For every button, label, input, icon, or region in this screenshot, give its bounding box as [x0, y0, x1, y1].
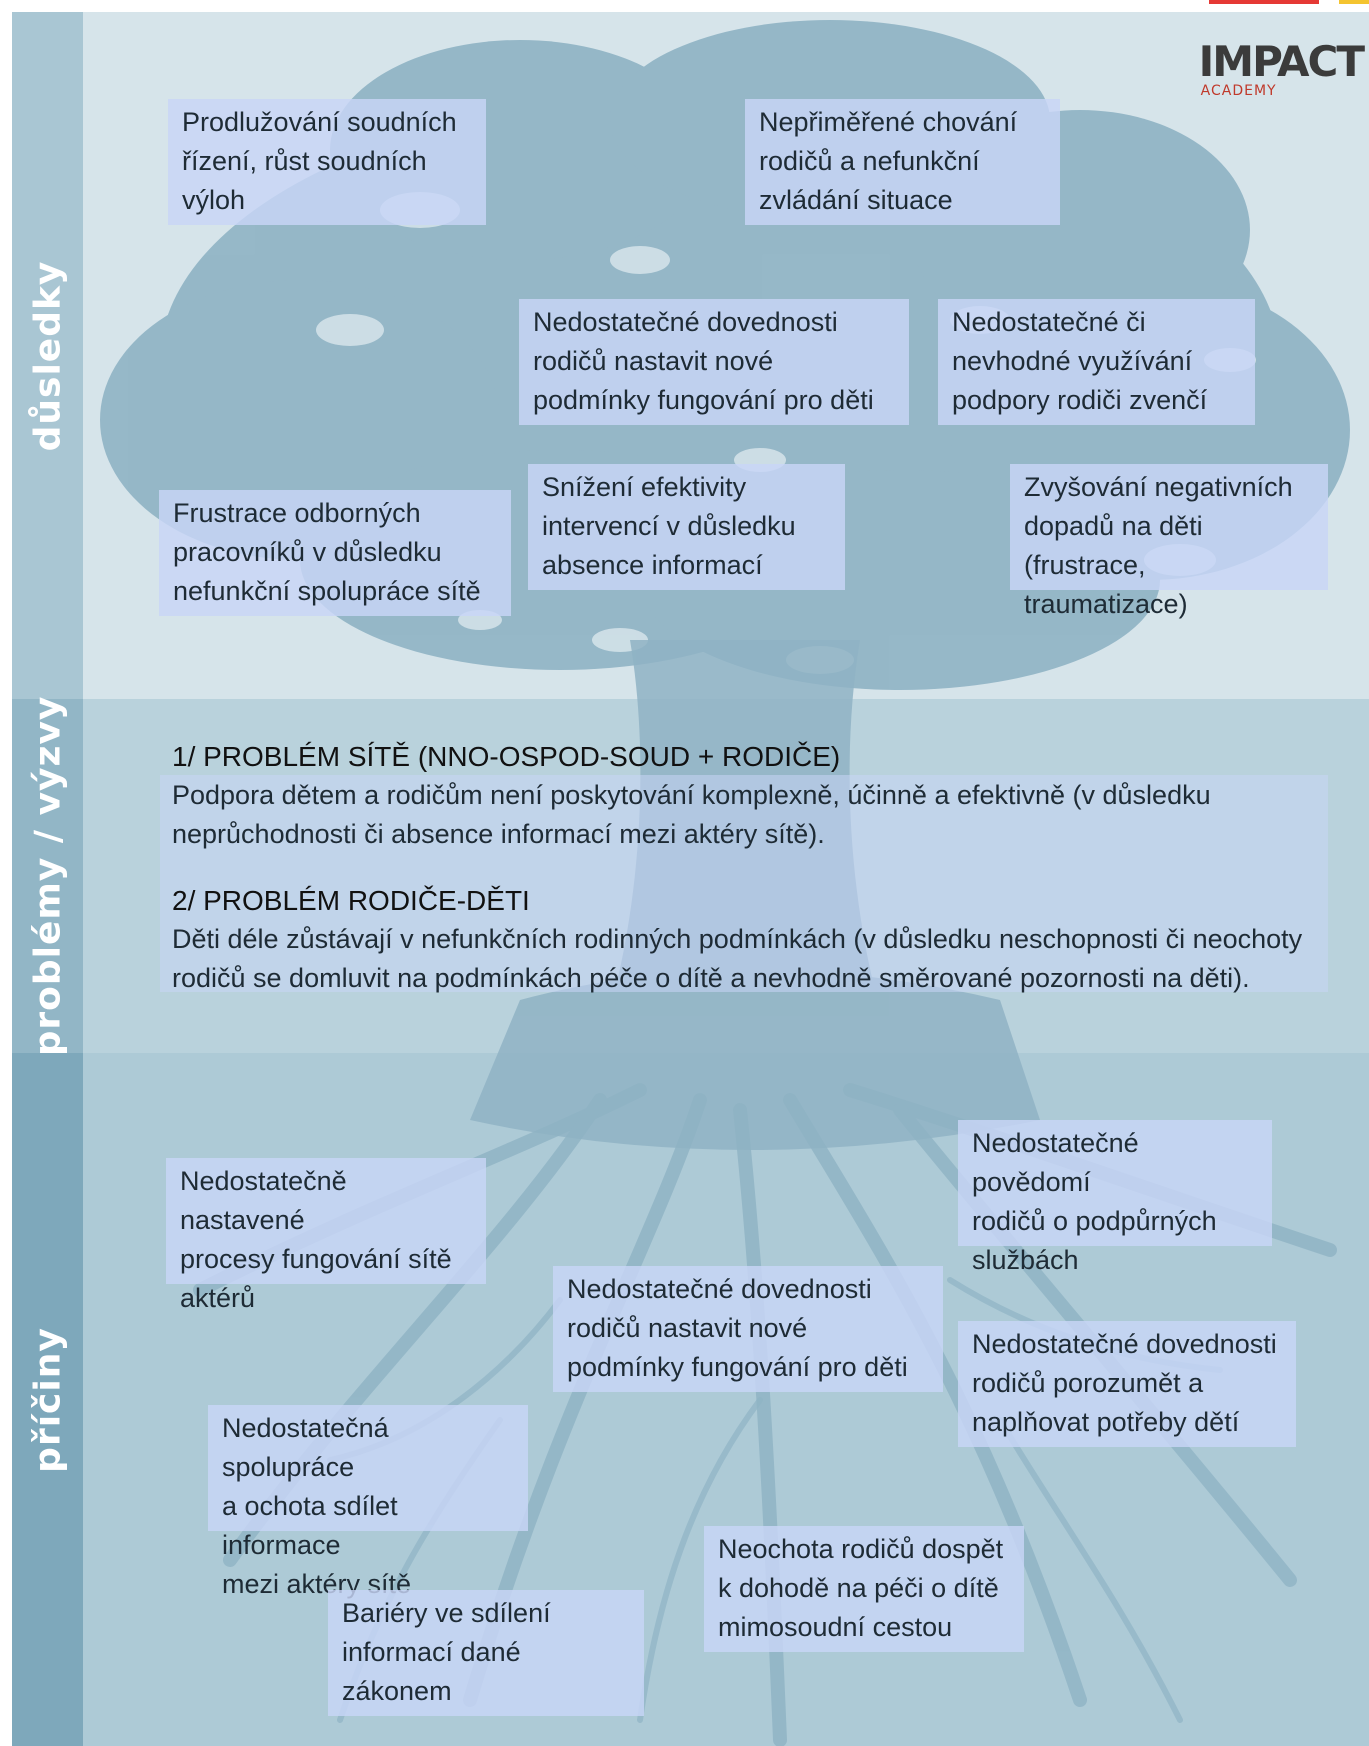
side-column-problems: problémy / výzvy — [12, 696, 83, 1056]
consequence-box: Nedostatečné dovednosti rodičů nastavit … — [519, 299, 909, 425]
problem-text-network: Podpora dětem a rodičům není poskytování… — [172, 780, 1211, 849]
logo-sub: ACADEMY — [1200, 83, 1277, 99]
logo-main: IMPACT — [1198, 37, 1365, 86]
problem-heading-network: 1/ PROBLÉM SÍTĚ (NNO-OSPOD-SOUD + RODIČE… — [172, 741, 841, 772]
consequence-box: Nedostatečné či nevhodné využívání podpo… — [938, 299, 1255, 425]
cause-box: Nedostatečná spolupráce a ochota sdílet … — [208, 1405, 528, 1599]
impact-academy-logo: IMPACT ACADEMY — [1198, 37, 1365, 99]
problems-section: 1/ PROBLÉM SÍTĚ (NNO-OSPOD-SOUD + RODIČE… — [172, 738, 1352, 1026]
consequence-box: Frustrace odborných pracovníků v důsledk… — [159, 490, 511, 616]
side-column-consequences: důsledky — [12, 12, 83, 699]
consequence-box: Prodlužování soudních řízení, růst soudn… — [168, 99, 486, 225]
problem-text-parents-children: Děti déle zůstávají v nefunkčních rodinn… — [172, 924, 1303, 993]
decorative-strip — [1209, 0, 1369, 4]
side-label-consequences: důsledky — [27, 260, 68, 451]
cause-box: Nedostatečně nastavené procesy fungování… — [166, 1158, 486, 1313]
cause-box: Neochota rodičů dospět k dohodě na péči … — [704, 1526, 1024, 1652]
problem-heading-parents-children: 2/ PROBLÉM RODIČE-DĚTI — [172, 885, 530, 916]
consequence-box: Snížení efektivity intervencí v důsledku… — [528, 464, 845, 590]
cause-box: Bariéry ve sdílení informací dané zákone… — [328, 1590, 644, 1716]
side-label-problems: problémy / výzvy — [27, 695, 68, 1057]
problems-panel — [160, 775, 1328, 992]
consequence-box: Zvyšování negativních dopadů na děti (fr… — [1010, 464, 1328, 619]
side-label-causes: příčiny — [27, 1326, 68, 1473]
cause-box: Nedostatečné dovednosti rodičů nastavit … — [553, 1266, 943, 1392]
cause-box: Nedostatečné povědomí rodičů o podpůrnýc… — [958, 1120, 1272, 1275]
consequence-box: Nepřiměřené chování rodičů a nefunkční z… — [745, 99, 1060, 225]
side-column-causes: příčiny — [12, 1053, 83, 1746]
cause-box: Nedostatečné dovednosti rodičů porozumět… — [958, 1321, 1296, 1447]
